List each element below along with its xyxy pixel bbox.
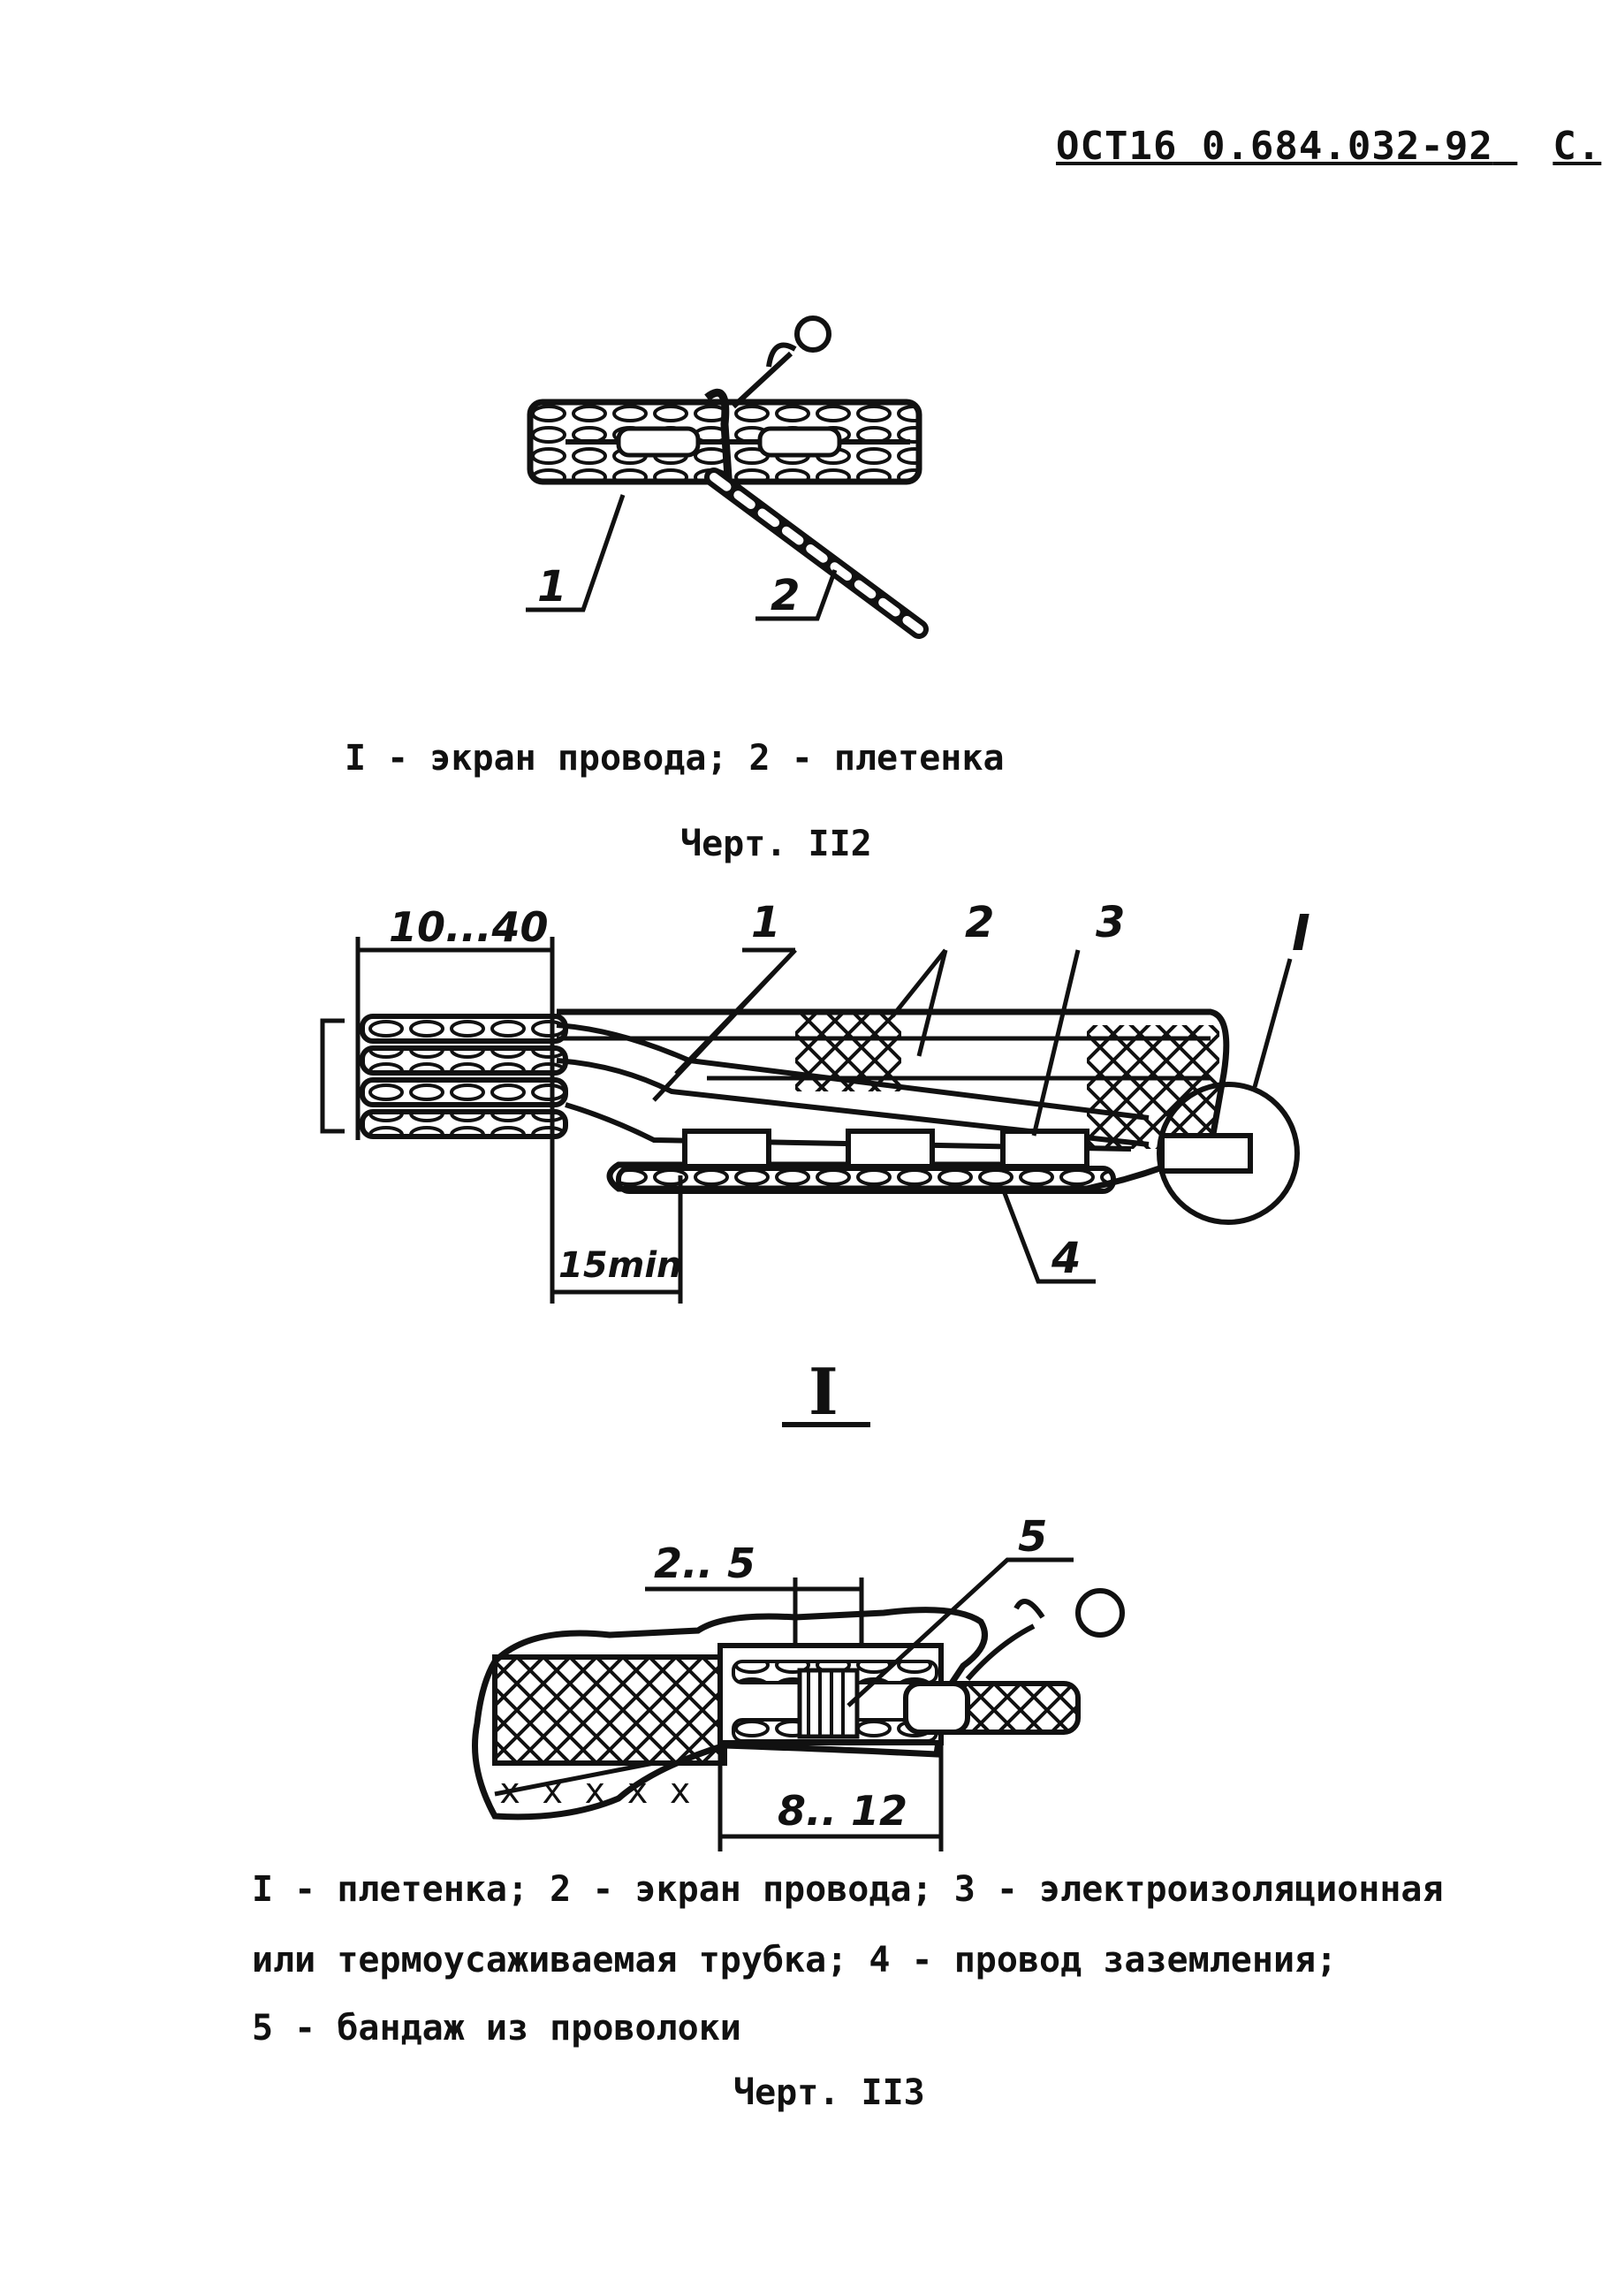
figure-113-drawing <box>320 937 1300 1304</box>
fig112-label-2: 2 <box>771 571 800 620</box>
page-mark: С. <box>1552 124 1602 169</box>
fig113-label-1: 1 <box>751 898 780 947</box>
figure-113-title: Черт. II3 <box>733 2072 925 2113</box>
figure-112-title: Черт. II2 <box>680 824 872 864</box>
figure-112-drawing <box>526 316 929 639</box>
detail-callout-mark: I <box>1292 905 1310 962</box>
figure-112-legend: I - экран провода; 2 - плетенка <box>345 738 1005 779</box>
figure-113-legend-line-3: 5 - бандаж из проволоки <box>252 2008 741 2049</box>
document-code: ОСТ16 0.684.032-92 С. <box>1056 124 1601 169</box>
figure-113-legend-line-2: или термоусаживаемая трубка; 4 - провод … <box>252 1940 1338 1980</box>
detail-i-drawing: x x x x x <box>472 1557 1125 1851</box>
figure-113-legend-line-1: I - плетенка; 2 - экран провода; 3 - эле… <box>252 1869 1444 1910</box>
fig113-label-4: 4 <box>1051 1234 1081 1283</box>
detail-title: I <box>808 1354 839 1429</box>
fig113-label-3: 3 <box>1096 898 1125 947</box>
svg-text:x x x x x: x x x x x <box>499 1771 691 1812</box>
fig113-label-2: 2 <box>965 898 994 947</box>
detail-label-5: 5 <box>1018 1512 1047 1562</box>
dim-10-40: 10...40 <box>389 903 548 951</box>
dim-15min: 15min <box>558 1245 682 1286</box>
dim-2-5: 2.. 5 <box>654 1540 755 1587</box>
dim-8-12: 8.. 12 <box>778 1787 907 1835</box>
fig112-label-1: 1 <box>537 562 566 612</box>
document-code-text: ОСТ16 0.684.032-92 <box>1056 124 1493 169</box>
